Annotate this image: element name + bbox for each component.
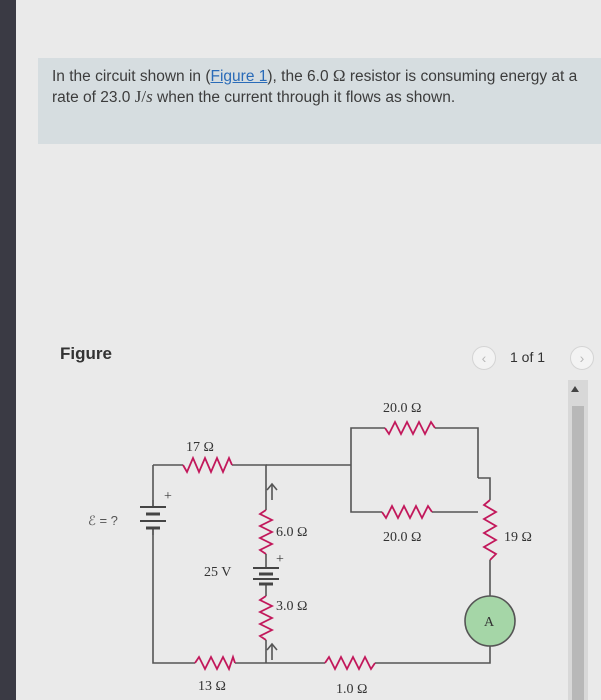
problem-text-part: In the circuit shown in ( [52,68,211,85]
battery-unknown-emf [140,500,166,535]
battery-plus-sign: + [276,552,284,567]
unit-second: s [146,87,153,106]
resistor-20-ohm-top [384,419,436,437]
ammeter-icon [464,595,516,647]
problem-text-part: ), the 6.0 [267,68,333,85]
circuit-wires [152,427,491,664]
current-arrow-icon [266,482,278,500]
resistor-6-ohm [257,509,275,555]
current-arrow-icon [266,642,278,660]
unit-slash: / [141,87,147,106]
resistor-3-ohm [257,595,275,641]
figure-page-indicator: 1 of 1 [510,349,546,365]
left-window-edge [0,0,16,700]
figure-scrollbar-thumb[interactable] [572,406,584,700]
label-17-ohm: 17 Ω [186,440,214,455]
resistor-20-ohm-bottom [381,503,433,521]
battery-plus-sign: + [164,489,172,504]
previous-figure-button[interactable]: ‹ [472,346,496,370]
next-figure-button[interactable]: › [570,346,594,370]
problem-statement-text: In the circuit shown in (Figure 1), the … [52,66,597,108]
figure-heading: Figure [60,344,112,363]
resistor-13-ohm [194,654,236,672]
label-unknown-emf: ℰ = ? [88,513,118,528]
label-25-volt: 25 V [204,565,231,580]
problem-text-part: resistor is consuming energy at a rate o… [52,68,578,106]
scroll-up-arrow-icon[interactable] [571,386,579,392]
label-1-ohm: 1.0 Ω [336,682,367,697]
resistor-group [182,419,498,672]
chevron-left-icon: ‹ [481,350,487,366]
resistor-19-ohm [482,499,498,561]
label-13-ohm: 13 Ω [198,679,226,694]
resistor-17-ohm [182,455,233,475]
label-19-ohm: 19 Ω [504,530,532,545]
problem-statement-box [38,58,601,144]
label-3-ohm: 3.0 Ω [276,599,307,614]
ammeter-label: A [484,615,495,630]
label-6-ohm: 6.0 Ω [276,525,307,540]
problem-text-part: when the current through it flows as sho… [152,89,456,106]
label-20-ohm-bottom: 20.0 Ω [383,530,421,545]
ohm-symbol: Ω [332,66,346,85]
figure-pager: ‹ 1 of 1 › [470,346,601,370]
battery-25-volt [253,567,279,586]
figure-1-link[interactable]: Figure 1 [210,68,268,85]
label-20-ohm-top: 20.0 Ω [383,401,421,416]
chevron-right-icon: › [579,350,585,366]
resistor-1-ohm [324,654,376,672]
unit-joule: J [134,87,142,106]
